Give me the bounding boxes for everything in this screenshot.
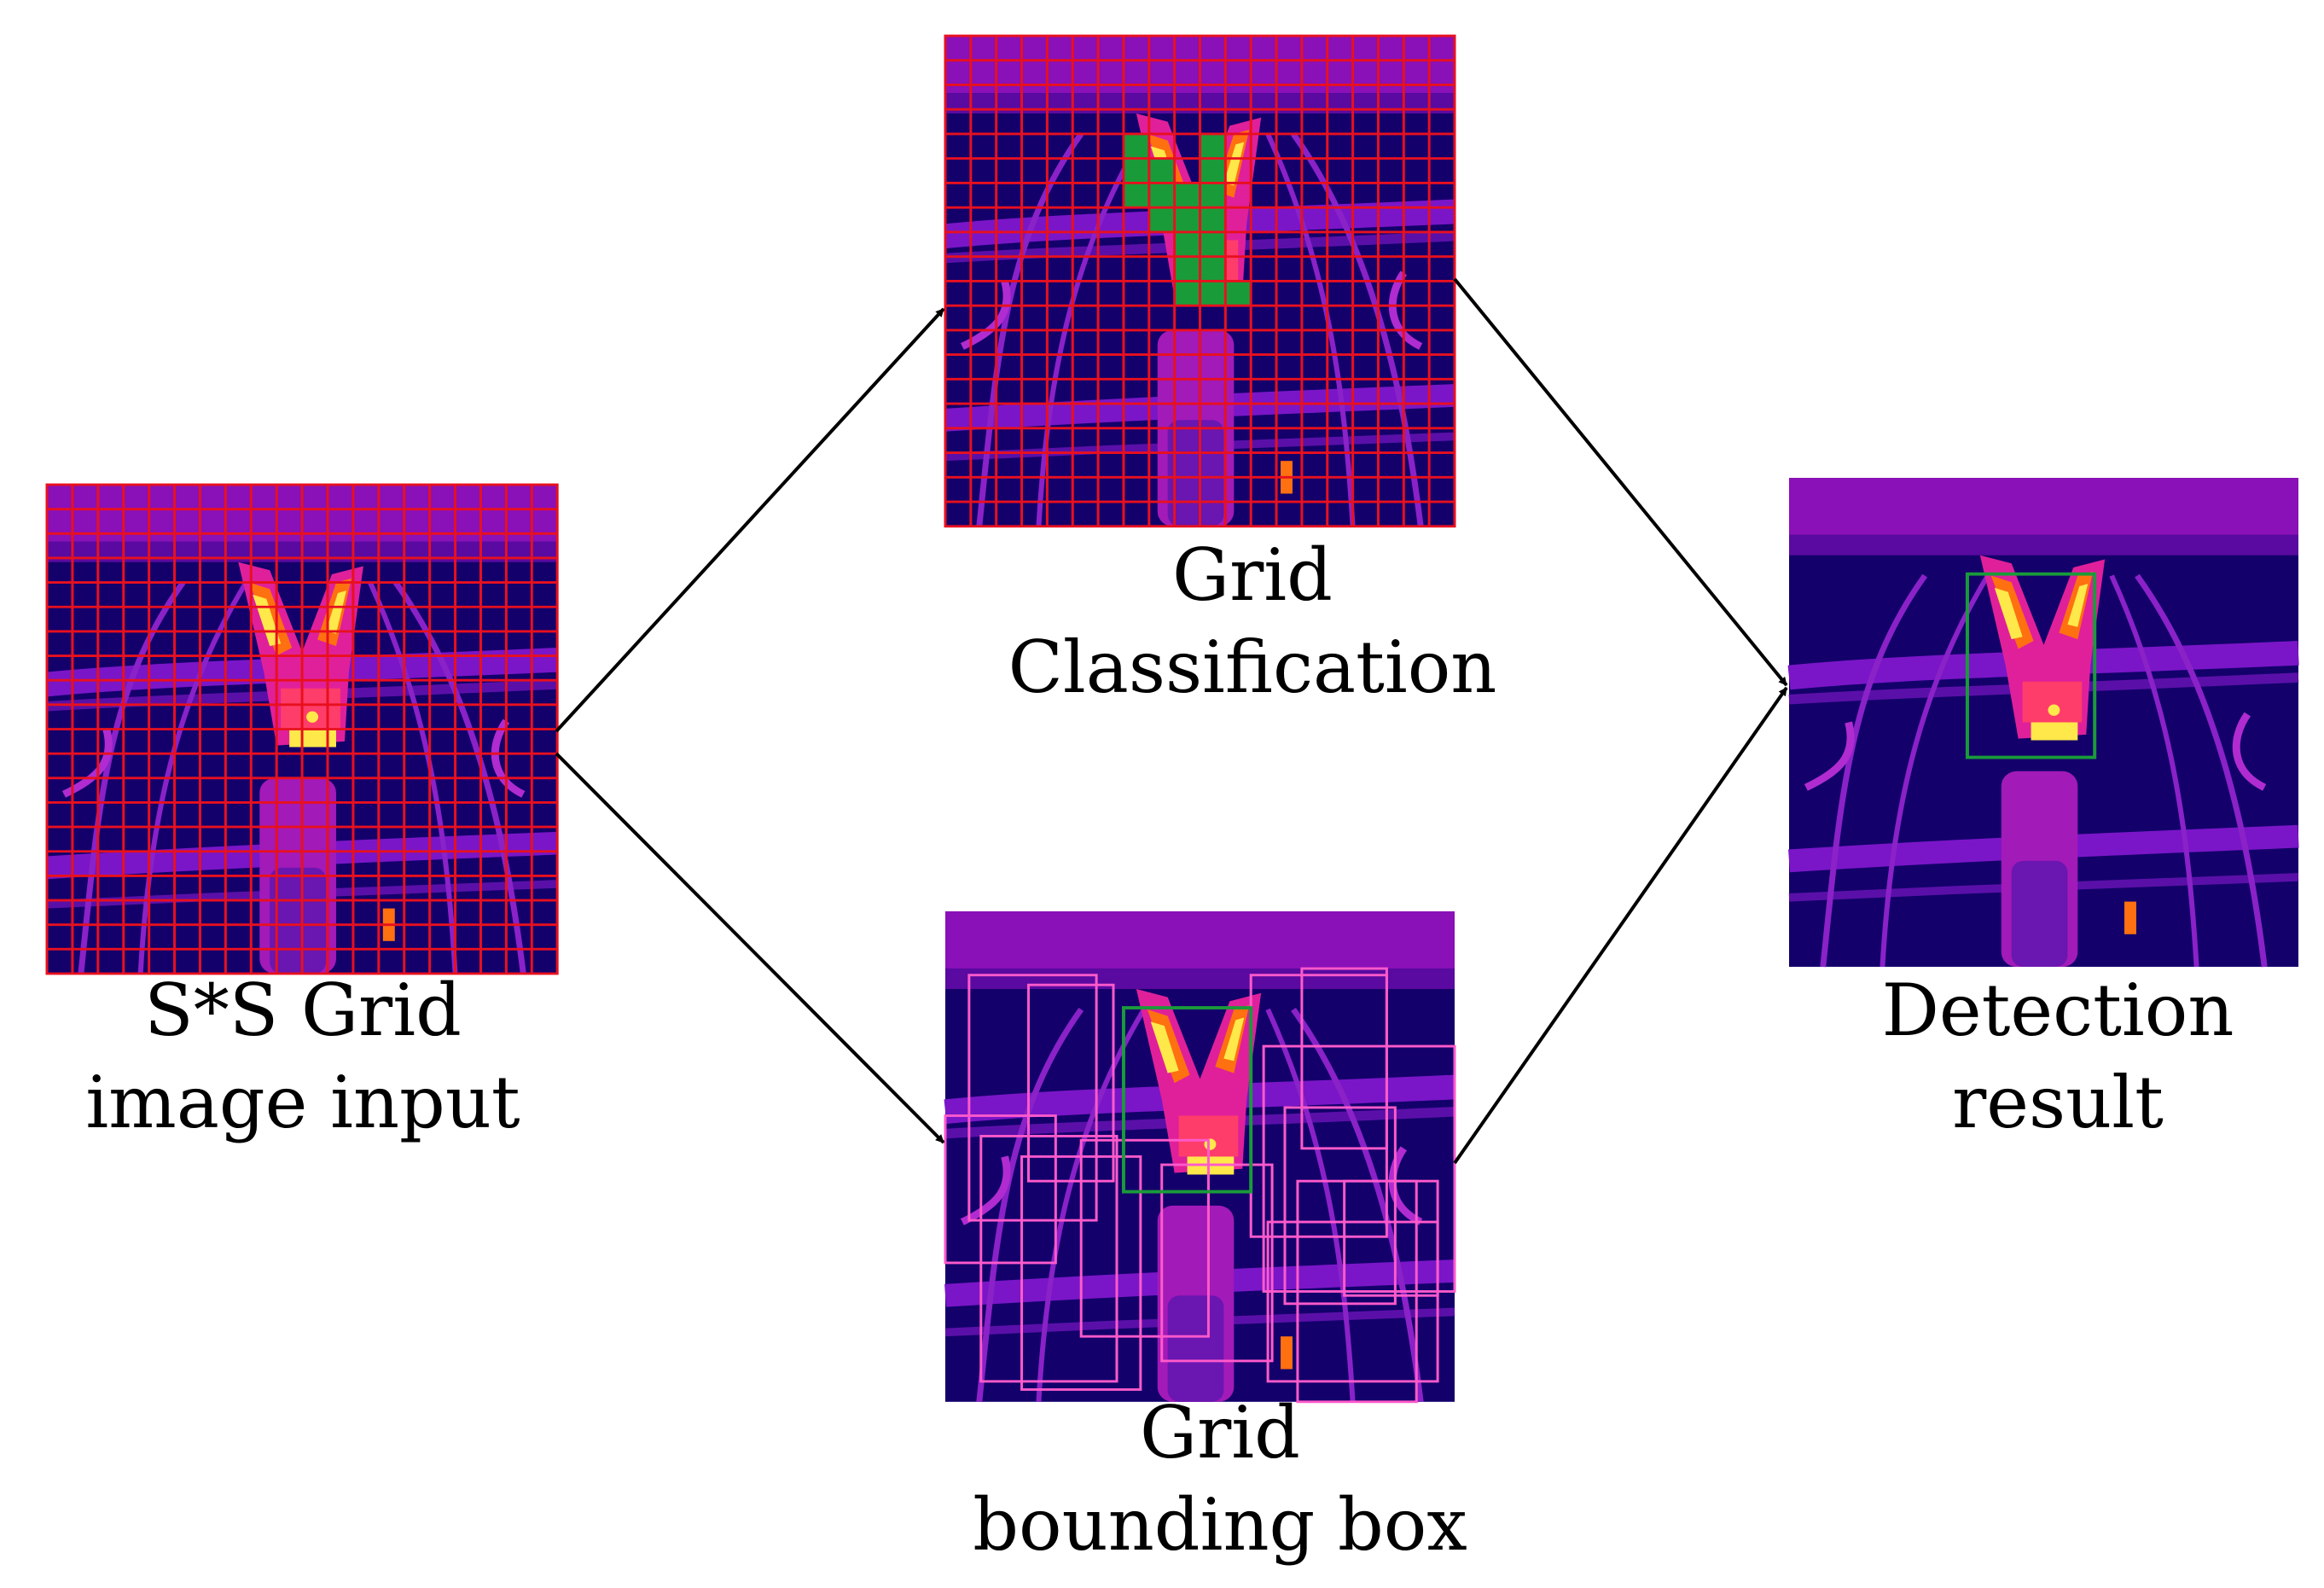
grid-input-panel	[47, 485, 557, 974]
detection-box	[1965, 572, 2097, 759]
classification-caption: Grid Classification	[945, 529, 1560, 713]
result-caption-line-1: Detection	[1881, 969, 2234, 1052]
arrow-input-to-classification	[555, 307, 945, 733]
grid-classification-panel	[945, 36, 1455, 526]
detection-result-panel	[1789, 478, 2298, 967]
input-caption-line-1: S*S Grid	[144, 969, 462, 1052]
candidate-boxes	[944, 967, 1456, 1404]
arrow-input-to-bounding-box	[555, 752, 945, 1144]
best-box	[1121, 1006, 1253, 1194]
classified-cells	[1123, 133, 1252, 306]
arrow-classification-to-result	[1453, 277, 1788, 687]
result-caption: Detection result	[1789, 964, 2324, 1149]
input-caption: S*S Grid image input	[47, 964, 559, 1149]
arrow-bounding-box-to-result	[1453, 686, 1788, 1165]
bounding-box-caption-line-2: bounding box	[973, 1483, 1467, 1567]
result-caption-line-2: result	[1952, 1061, 2164, 1144]
classification-caption-line-1: Grid	[1172, 533, 1333, 617]
flow-arrows	[555, 277, 1788, 1165]
bounding-box-caption-line-1: Grid	[1140, 1391, 1300, 1475]
classification-caption-line-2: Classification	[1008, 625, 1497, 709]
grid-bounding-box-panel	[945, 911, 1455, 1402]
input-caption-line-2: image input	[85, 1061, 520, 1144]
bounding-box-caption: Grid bounding box	[921, 1387, 1519, 1571]
